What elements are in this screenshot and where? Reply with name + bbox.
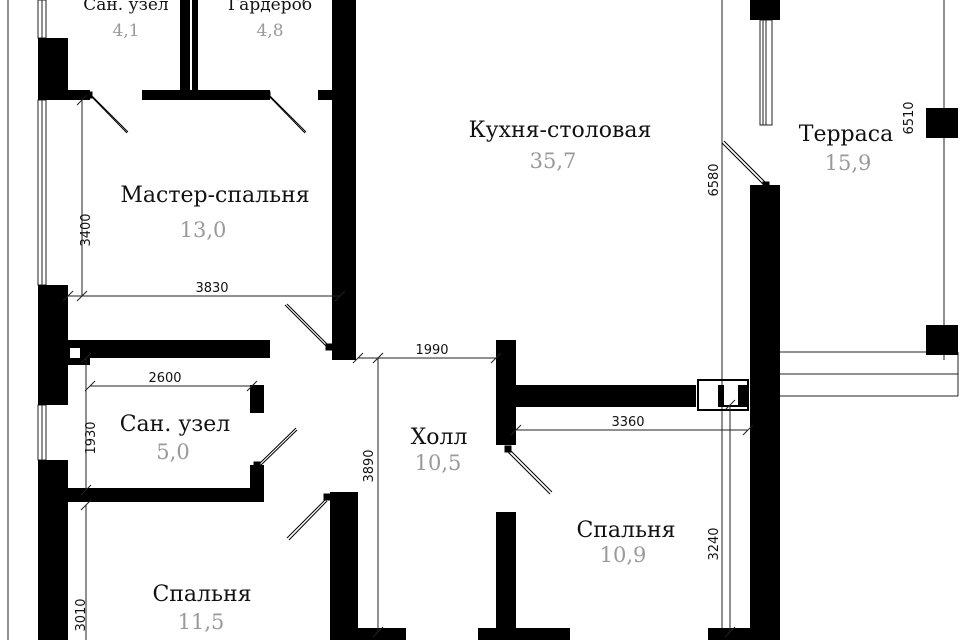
room-name: Мастер-спальня xyxy=(120,183,309,208)
room-name: Сан. узел xyxy=(120,412,231,437)
dim-master-width: 3830 xyxy=(195,281,228,296)
window-left-top xyxy=(37,0,47,39)
outline-lines xyxy=(7,0,959,640)
window-left-upper xyxy=(37,99,47,286)
room-area: 4,8 xyxy=(256,21,283,41)
room-hall: Холл 10,5 xyxy=(411,425,468,475)
dim-bedroom-right-width: 3360 xyxy=(611,415,644,430)
dim-hall-height: 3890 xyxy=(362,449,377,482)
room-area: 4,1 xyxy=(112,21,139,41)
room-bath-top: Сан. узел 4,1 xyxy=(83,0,169,41)
walls xyxy=(38,0,958,640)
room-area: 13,0 xyxy=(180,218,227,242)
dim-master-height: 3400 xyxy=(79,213,94,246)
dim-bath-mid-width: 2600 xyxy=(148,371,181,386)
dim-hall-width: 1990 xyxy=(415,343,448,358)
dim-kitchen-height: 6580 xyxy=(707,163,722,196)
dimension-lines xyxy=(62,94,754,640)
room-name: Холл xyxy=(411,425,468,450)
room-area: 11,5 xyxy=(178,610,225,634)
room-area: 10,5 xyxy=(415,451,462,475)
room-name: Сан. узел xyxy=(83,0,169,15)
room-name: Гардероб xyxy=(228,0,312,15)
room-area: 35,7 xyxy=(530,149,577,173)
wall-opening-outlines xyxy=(697,379,749,411)
door-master-bath xyxy=(85,91,129,134)
dim-bedroom-left-height: 3010 xyxy=(74,598,89,631)
window-left-middle xyxy=(37,404,47,461)
door-bath-mid xyxy=(253,427,298,469)
room-bedroom-left: Спальня 11,5 xyxy=(152,582,251,634)
room-kitchen: Кухня-столовая 35,7 xyxy=(469,118,652,173)
room-terrace: Терраса 15,9 xyxy=(799,122,893,175)
room-area: 10,9 xyxy=(600,543,647,567)
window-terrace xyxy=(759,19,773,126)
room-bath-mid: Сан. узел 5,0 xyxy=(120,412,231,464)
room-master: Мастер-спальня 13,0 xyxy=(120,183,309,242)
room-wardrobe: Гардероб 4,8 xyxy=(228,0,312,41)
room-name: Спальня xyxy=(576,518,675,543)
door-bedroom-left xyxy=(286,493,331,541)
room-bedroom-right: Спальня 10,9 xyxy=(576,518,675,567)
room-name: Спальня xyxy=(152,582,251,607)
door-terrace xyxy=(721,140,770,189)
door-master xyxy=(284,303,333,351)
dim-terrace-height: 6510 xyxy=(902,101,917,134)
room-area: 5,0 xyxy=(156,440,189,464)
dim-bedroom-right-height: 3240 xyxy=(707,527,722,560)
room-area: 15,9 xyxy=(825,151,872,175)
door-bedroom-right xyxy=(504,445,553,495)
room-name: Терраса xyxy=(799,122,893,147)
dimension-labels: 3830 3400 2600 1930 1990 3890 3360 3240 … xyxy=(74,101,917,631)
doors xyxy=(85,91,770,541)
room-name: Кухня-столовая xyxy=(469,118,652,143)
dim-bath-mid-height: 1930 xyxy=(84,421,99,454)
door-wardrobe xyxy=(263,91,307,134)
